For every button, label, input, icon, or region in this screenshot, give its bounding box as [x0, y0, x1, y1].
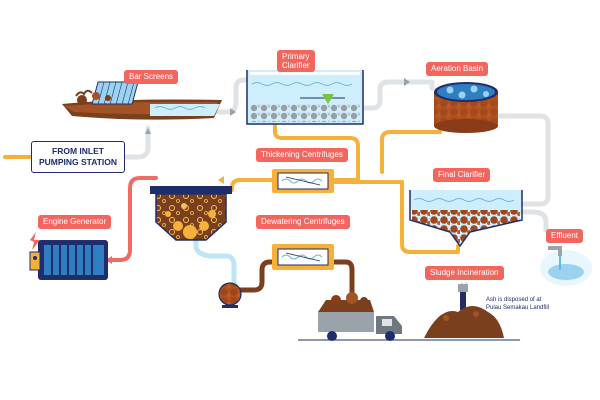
aeration-basin-label: Aeration Basin	[426, 62, 489, 76]
pipes	[3, 77, 551, 303]
bar-screen-icon	[62, 81, 222, 120]
flow-arrows	[106, 78, 410, 264]
clarifier-icon	[246, 70, 364, 125]
ash-note-line-2: Pulau Semakau Landfill	[486, 305, 550, 311]
engine-generator-label: Engine Generator	[38, 215, 112, 229]
pump-icon	[218, 282, 242, 308]
inlet-line-2: PUMPING STATION	[38, 157, 118, 167]
primary-clarifier-label: Primary Clarifier	[277, 50, 315, 72]
dewatering-centrifuges-label: Dewatering Centrifuges	[256, 215, 350, 229]
dewatering-centrifuge-icon	[272, 244, 334, 270]
primary-clarifier-label-line-2: Clarifier	[282, 61, 310, 70]
inlet-line-1: FROM INLET	[52, 146, 104, 156]
sludge-incineration-label: Sludge Incineration	[425, 266, 504, 280]
effluent-label: Effluent	[546, 229, 583, 243]
incineration-icon	[424, 269, 504, 338]
final-clarifier-icon	[409, 190, 523, 248]
ash-disposal-note: Ash is disposed of at Pulau Semakau Land…	[486, 296, 568, 312]
bar-screens-label: Bar Screens	[124, 70, 179, 84]
centrifuge-icon	[272, 169, 334, 193]
digester-icon	[150, 186, 232, 241]
final-clarifier-label: Final Clarifier	[433, 168, 491, 182]
thickening-centrifuges-label: Thickening Centrifuges	[256, 148, 348, 162]
inlet-pumping-station-box: FROM INLET PUMPING STATION	[31, 141, 125, 173]
truck-icon	[318, 292, 402, 341]
primary-clarifier-label-line-1: Primary	[282, 52, 310, 61]
aeration-basin-icon	[434, 82, 498, 133]
ash-note-line-1: Ash is disposed of at	[486, 297, 542, 303]
effluent-icon	[540, 246, 592, 286]
generator-icon	[29, 232, 108, 280]
